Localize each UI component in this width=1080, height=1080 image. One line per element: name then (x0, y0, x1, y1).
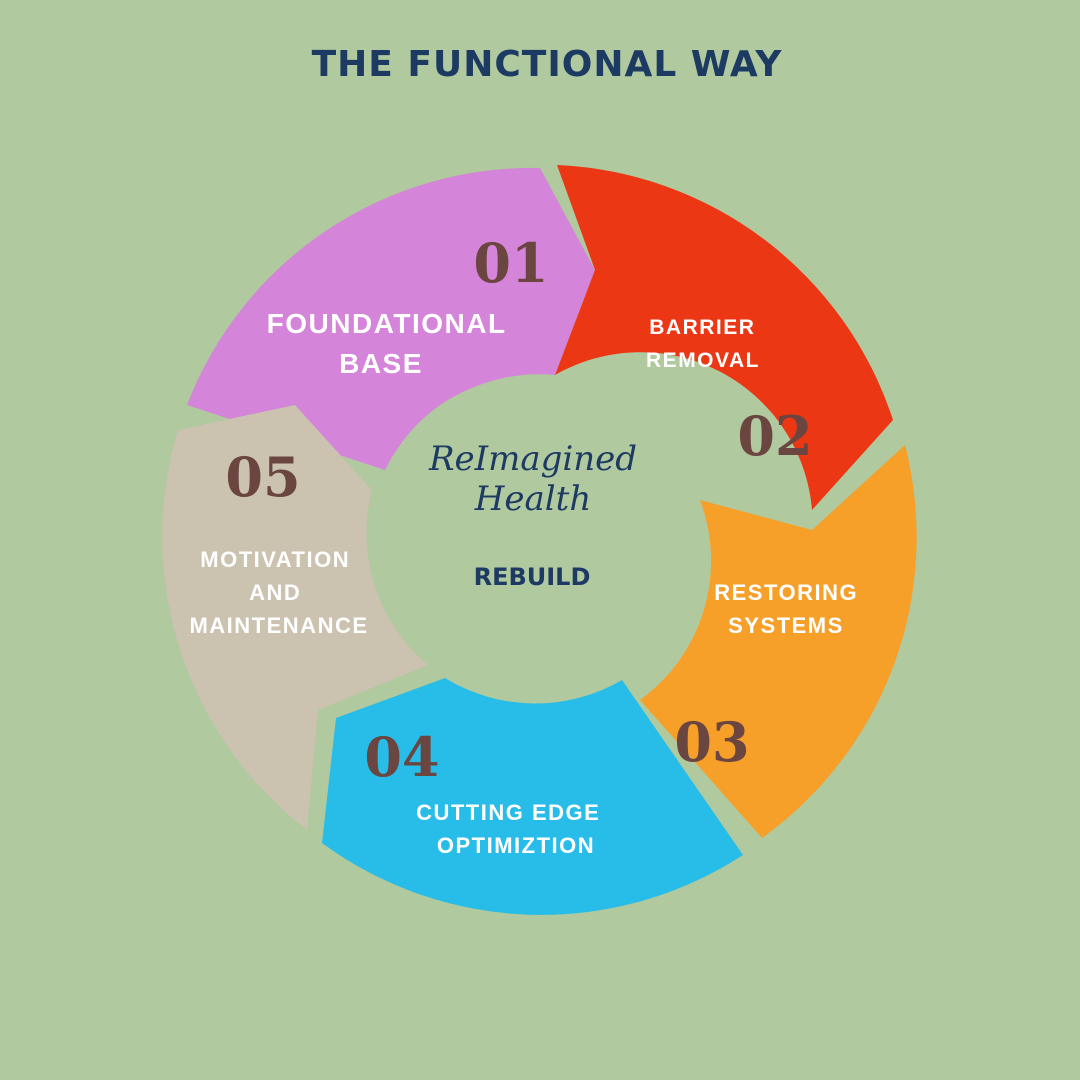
center-label: REBUILD (474, 563, 591, 591)
step-05-label-line-2: AND (249, 580, 301, 605)
step-02-label: BARRIER REMOVAL (646, 316, 763, 372)
step-04-number: 04 (364, 725, 439, 789)
step-05-label-line-3: MAINTENANCE (189, 613, 368, 638)
step-01-label-line-1: FOUNDATIONAL (267, 308, 506, 339)
step-03-label-line-2: SYSTEMS (728, 613, 844, 638)
step-03-number: 03 (674, 710, 749, 774)
step-02-segment (555, 165, 893, 510)
step-04-label: CUTTING EDGE OPTIMIZTION (416, 800, 608, 858)
step-01-segment (187, 167, 595, 470)
step-01-label: FOUNDATIONAL BASE (267, 308, 516, 379)
step-02-label-line-1: BARRIER (649, 316, 755, 339)
step-05-segment (162, 405, 429, 830)
step-02-number: 02 (737, 404, 812, 468)
step-03-label: RESTORING SYSTEMS (714, 580, 866, 638)
brand-line-2: Health (474, 479, 591, 519)
step-01-label-line-2: BASE (339, 348, 423, 379)
step-03-label-line-1: RESTORING (714, 580, 858, 605)
step-04-label-line-1: CUTTING EDGE (416, 800, 600, 825)
step-05-label: MOTIVATION AND MAINTENANCE (189, 547, 368, 638)
step-05-label-line-1: MOTIVATION (200, 547, 350, 572)
step-03-segment (640, 445, 917, 838)
step-05-number: 05 (225, 445, 300, 509)
step-04-segment (322, 678, 743, 915)
brand-line-1: ReImagined (428, 439, 637, 479)
center-hub (372, 377, 688, 693)
step-02-label-line-2: REMOVAL (646, 349, 760, 372)
diagram-title: THE FUNCTIONAL WAY (312, 44, 783, 85)
step-04-label-line-2: OPTIMIZTION (437, 833, 595, 858)
step-01-number: 01 (473, 231, 548, 295)
